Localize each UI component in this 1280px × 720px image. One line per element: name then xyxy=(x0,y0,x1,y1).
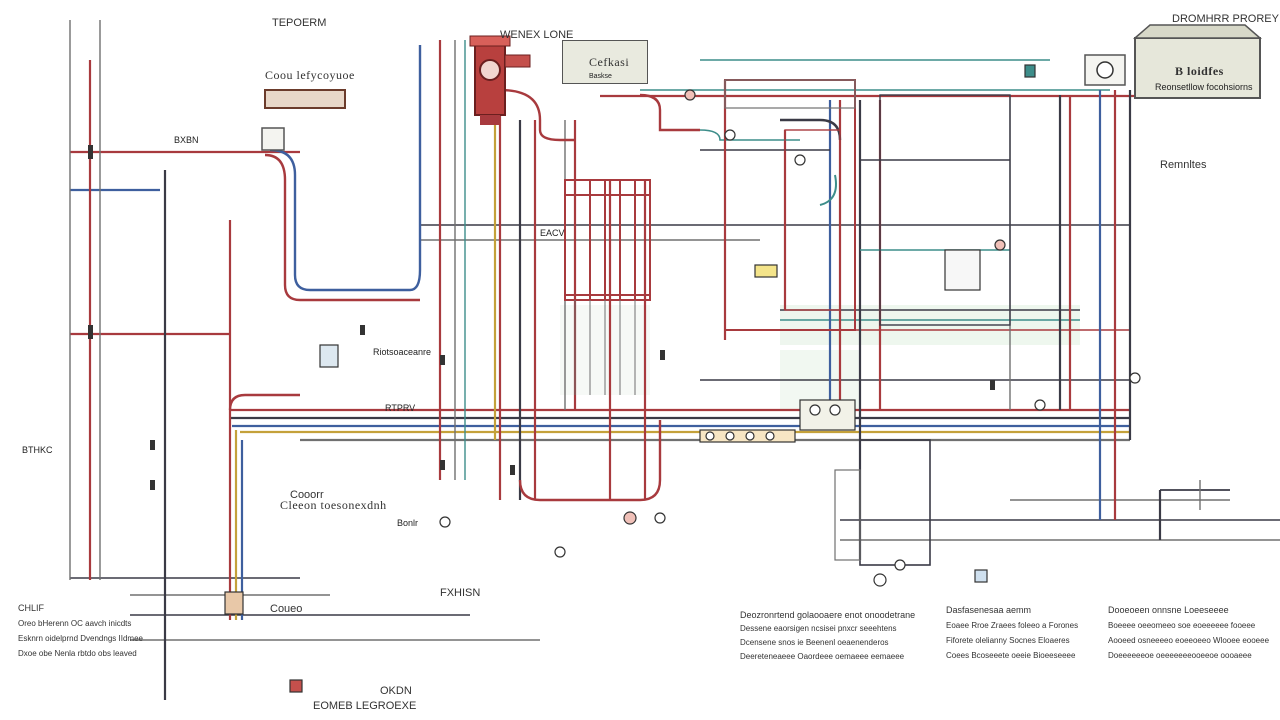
legend-left-item: Dxoe obe Nenla rbtdo obs leaved xyxy=(18,649,137,658)
center-label-rtprv: RTPRV xyxy=(385,403,416,413)
left-label-bxbn: BXBN xyxy=(174,135,199,145)
control-panel-sub: Baskse xyxy=(589,73,612,80)
legend-mid-item: Eoaee Rroe Zraees foleeo a Forones xyxy=(946,621,1079,630)
legend-left-title: CHLIF xyxy=(18,603,45,613)
legend-right-item: Boeeee oeeomeeo soe eoeeeeee fooeee xyxy=(1108,621,1256,630)
legend-left: CHLIF Oreo bHerenn OC aavch inicdts Eskn… xyxy=(18,603,143,659)
legend-right: Dooeoeen onnsne Loeeseeee Boeeee oeeomee… xyxy=(1108,605,1269,661)
top-left-title: Coou lefycoyuoe xyxy=(265,68,355,82)
legend-right-item: Aooeed osneeeeo eoeeoeeo Wlooee eooeee xyxy=(1108,636,1270,645)
legend-center: Deozronrtend golaooaere enot onoodetrane… xyxy=(740,610,915,662)
legend-center-item: Deereteneaeee Oaordeee oemaeee eemaeee xyxy=(740,652,905,661)
top-right-box-sub: Reonsetllow focohsiorns xyxy=(1155,82,1253,92)
top-left-code: TEPOERM xyxy=(272,17,327,29)
equipment-frames xyxy=(724,79,1011,566)
tanks xyxy=(261,24,1263,151)
legend-mid: Dasfasenesaa aemm Eoaee Rroe Zraees fole… xyxy=(946,605,1078,661)
right-header: Remnltes xyxy=(1160,159,1207,171)
legend-left-item: Oreo bHerenn OC aavch inicdts xyxy=(18,619,132,628)
legend-right-item: Doeeeeeeoe oeeeeeeeooeeoe oooaeee xyxy=(1108,651,1252,660)
center-label-eacv: EACV xyxy=(540,228,565,238)
left-label-cooorr: Cooorr xyxy=(290,489,324,501)
lower-left-title: Cleeon toesonexdnh xyxy=(280,498,387,512)
legend-mid-item: Fiforete olelianny Socnes Eloaeres xyxy=(946,636,1070,645)
top-center-label: WENEX LONE xyxy=(500,29,574,41)
legend-left-item: Esknrn oidelprnd Dvendngs IIdmee xyxy=(18,634,143,643)
label-coueo: Coueo xyxy=(270,603,303,615)
legend-center-item: Dcensene snos ie Beenenl oeaenenderos xyxy=(740,638,889,647)
label-fxhisn: FXHISN xyxy=(440,587,481,599)
bottom-title: EOMEB LEGROEXE xyxy=(313,700,417,712)
legend-center-item: Dessene eaorsigen ncsisei pnxcr seeehten… xyxy=(740,624,897,633)
legend-mid-item: Coees Bcoseeete oeeie Bioeeseeee xyxy=(946,651,1076,660)
left-label-code: BTHKC xyxy=(22,445,53,455)
bottom-cap: OKDN xyxy=(380,685,412,697)
legend-center-title: Deozronrtend golaooaere enot onoodetrane xyxy=(740,610,916,620)
legend-mid-title: Dasfasenesaa aemm xyxy=(946,605,1032,615)
top-right-title: DROMHRR PROREY xyxy=(1172,13,1279,25)
valves xyxy=(224,64,1141,693)
legend-right-title: Dooeoeen onnsne Loeeseeee xyxy=(1108,605,1229,615)
control-panel-title: Cefkasi xyxy=(589,55,630,69)
lower-left-sub: Bonlr xyxy=(397,518,419,528)
top-right-box-title: B loidfes xyxy=(1175,64,1224,78)
pump-assembly xyxy=(469,35,531,125)
horizontal-pipes xyxy=(70,59,1280,641)
pipe-rack xyxy=(564,179,651,395)
node-markers xyxy=(88,145,995,490)
control-panel-box: Cefkasi Baskse xyxy=(562,40,648,84)
mid-box-sub: Riotsoaceanre xyxy=(373,347,432,357)
